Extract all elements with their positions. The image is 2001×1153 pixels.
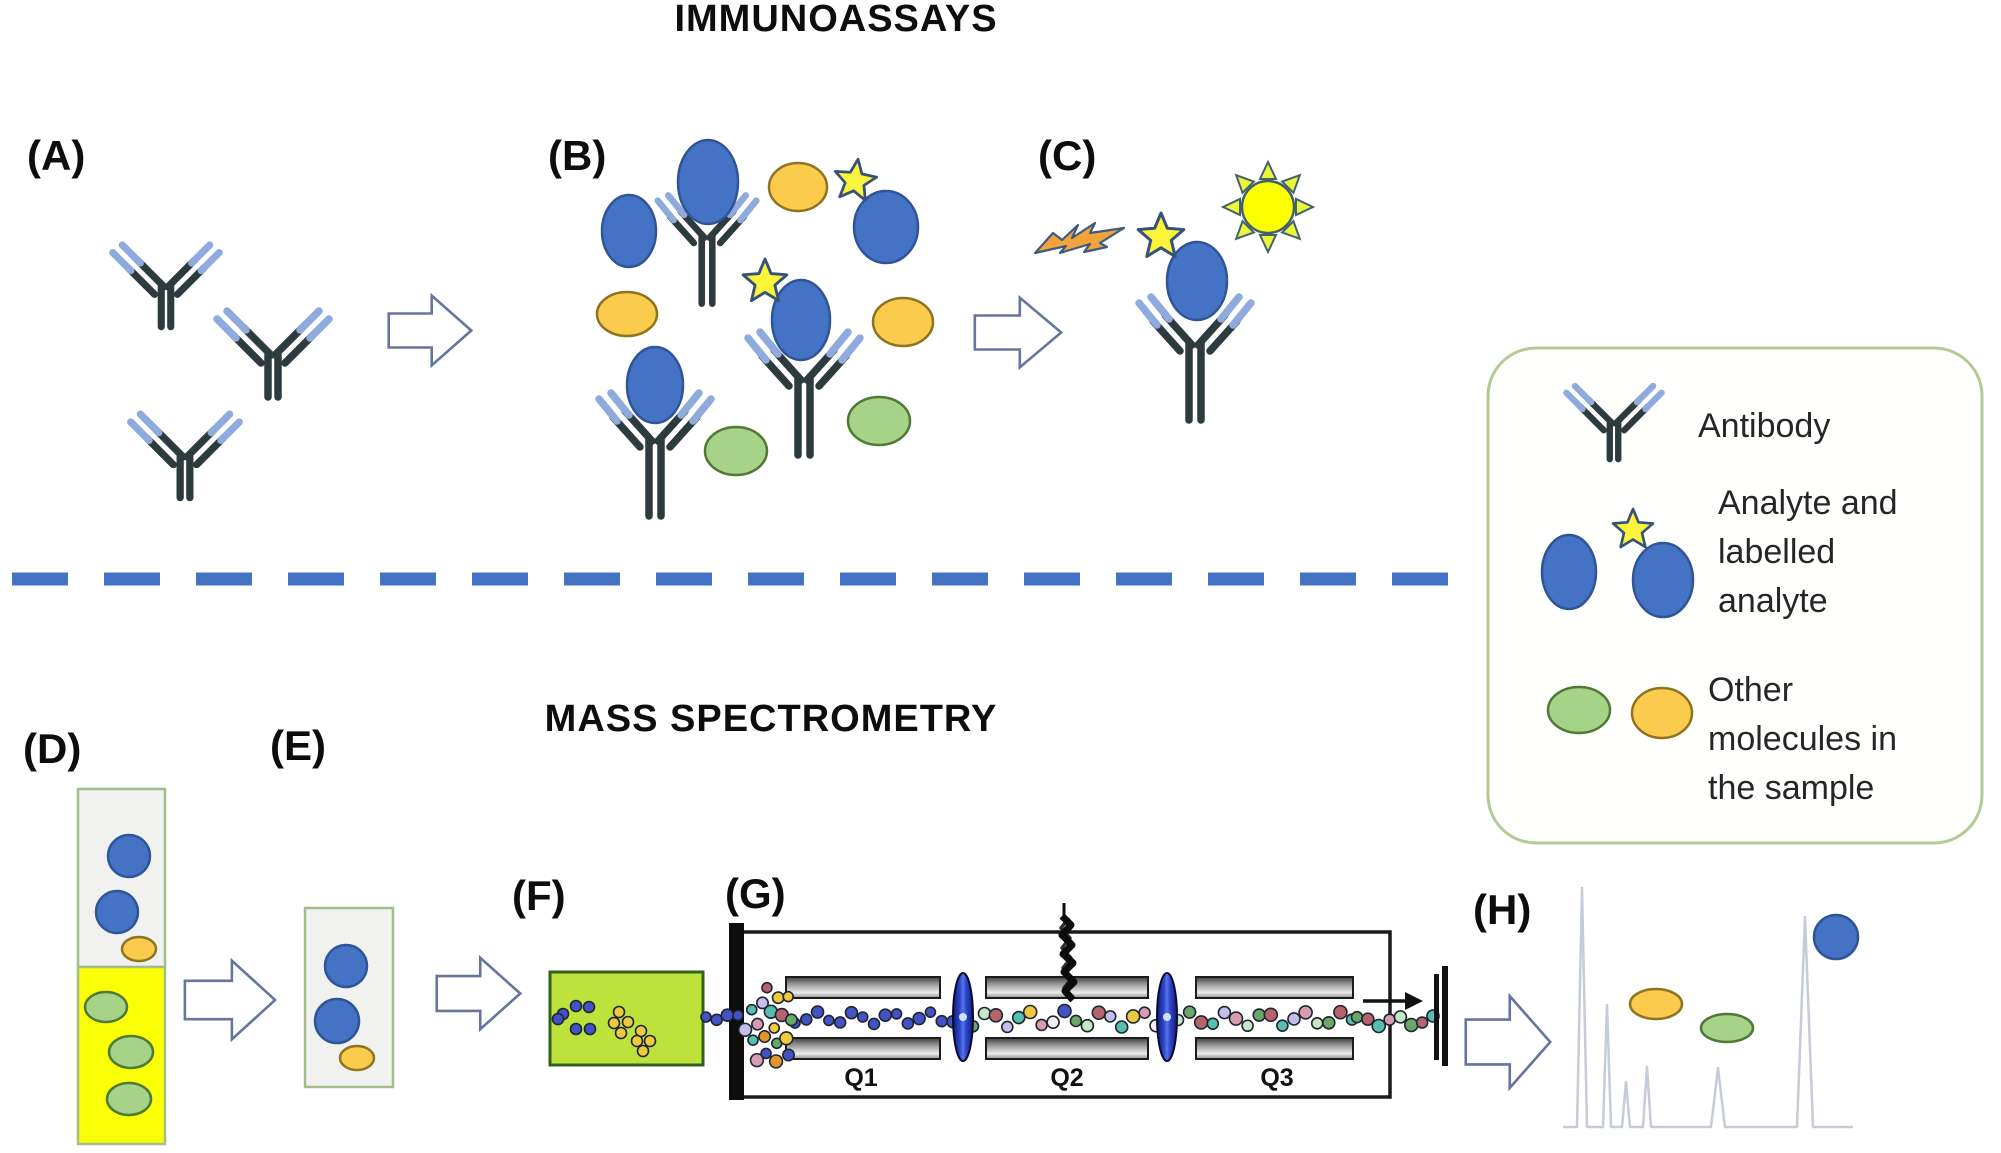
panel-label-a: (A) — [27, 132, 85, 179]
q3-label: Q3 — [1260, 1064, 1293, 1092]
panel-label-d: (D) — [23, 725, 81, 772]
other-molecule-green — [83, 990, 129, 1024]
arrow-e-to-f-icon — [435, 956, 522, 1031]
analyte-oval — [1631, 541, 1695, 619]
legend-box — [1486, 346, 1984, 845]
q1-label: Q1 — [844, 1064, 877, 1092]
antibody-icon — [217, 311, 329, 397]
analyte-oval — [676, 138, 740, 226]
analyte-oval — [770, 278, 832, 362]
q3-rod — [1195, 1037, 1354, 1060]
panel-b-mixture — [595, 138, 935, 516]
other-molecule-green — [107, 1034, 155, 1070]
other-molecule-green — [846, 395, 912, 447]
immunoassays-title: IMMUNOASSAYS — [674, 0, 997, 40]
tube-upper-section — [76, 787, 167, 969]
q1-rod — [785, 976, 941, 999]
other-molecule-orange — [595, 290, 659, 338]
legend-label: Analyte and — [1718, 484, 1898, 522]
legend-label: the sample — [1708, 769, 1874, 807]
analyte-oval — [323, 943, 369, 989]
analyte-oval — [313, 997, 361, 1045]
panel-label-g: (G) — [725, 870, 786, 917]
q2-label: Q2 — [1050, 1064, 1083, 1092]
analyte-oval — [852, 189, 920, 265]
analyte-oval — [106, 833, 152, 879]
legend-label: Antibody — [1698, 407, 1830, 445]
panel-c-detection — [1033, 159, 1316, 420]
antibody-icon — [113, 245, 219, 327]
arrow-d-to-e-icon — [183, 959, 277, 1041]
panel-label-f: (F) — [512, 872, 566, 919]
arrow-a-to-b-icon — [387, 294, 473, 367]
ion-stream-dots — [551, 981, 1440, 1069]
chromatogram-trace — [1563, 886, 1853, 1129]
legend-label: analyte — [1718, 582, 1828, 620]
other-molecule-orange — [120, 935, 158, 963]
detector-plate — [1434, 974, 1439, 1060]
legend-label: labelled — [1718, 533, 1835, 571]
analyte-oval — [600, 193, 658, 269]
analyte-oval — [1540, 533, 1598, 611]
other-molecule-green — [703, 425, 769, 477]
other-molecule-orange — [871, 296, 935, 348]
panel-h-chromatogram — [1563, 886, 1860, 1129]
panel-d-sample-tube — [76, 787, 167, 1146]
legend-label: molecules in — [1708, 720, 1897, 758]
panel-a-antibodies — [113, 245, 329, 498]
q1-rod — [785, 1037, 941, 1060]
panel-label-c: (C) — [1038, 132, 1096, 179]
q3-rod — [1195, 976, 1354, 999]
exit-arrow-icon — [1363, 992, 1423, 1010]
lens-center-dot — [959, 1013, 967, 1021]
detector-plate — [1442, 966, 1448, 1066]
analyte-oval — [1165, 240, 1229, 322]
arrow-g-to-h-icon — [1464, 994, 1552, 1090]
panel-g-mass-spectrometer: Q1 Q2 Q3 — [551, 903, 1448, 1100]
other-molecule-green — [1546, 685, 1612, 735]
analyte-oval — [1812, 913, 1860, 961]
arrow-b-to-c-icon — [973, 296, 1063, 369]
analyte-oval — [94, 889, 140, 935]
other-molecule-orange — [1630, 686, 1694, 740]
other-molecule-orange — [1628, 987, 1684, 1021]
antibody-icon — [131, 414, 240, 497]
collision-gas-spray-icon — [1058, 903, 1078, 1003]
mass-spectrometry-title: MASS SPECTROMETRY — [545, 698, 998, 740]
panel-label-b: (B) — [548, 132, 606, 179]
other-molecule-green — [1699, 1012, 1755, 1044]
legend-label: Other — [1708, 671, 1793, 709]
panel-label-h: (H) — [1473, 886, 1531, 933]
panel-label-e: (E) — [270, 722, 326, 769]
lightning-icon — [1033, 221, 1126, 255]
lens-center-dot — [1163, 1013, 1171, 1021]
other-molecule-green — [105, 1081, 153, 1117]
panel-e-extract-tube — [303, 906, 395, 1089]
legend: Antibody Analyte and labelled analyte Ot… — [1486, 346, 1984, 845]
other-molecule-orange — [338, 1044, 376, 1072]
other-molecule-orange — [767, 161, 829, 213]
label-star-icon — [1136, 211, 1186, 258]
sun-icon — [1220, 159, 1316, 255]
analyte-oval — [625, 345, 685, 425]
q2-rod — [985, 1037, 1149, 1060]
